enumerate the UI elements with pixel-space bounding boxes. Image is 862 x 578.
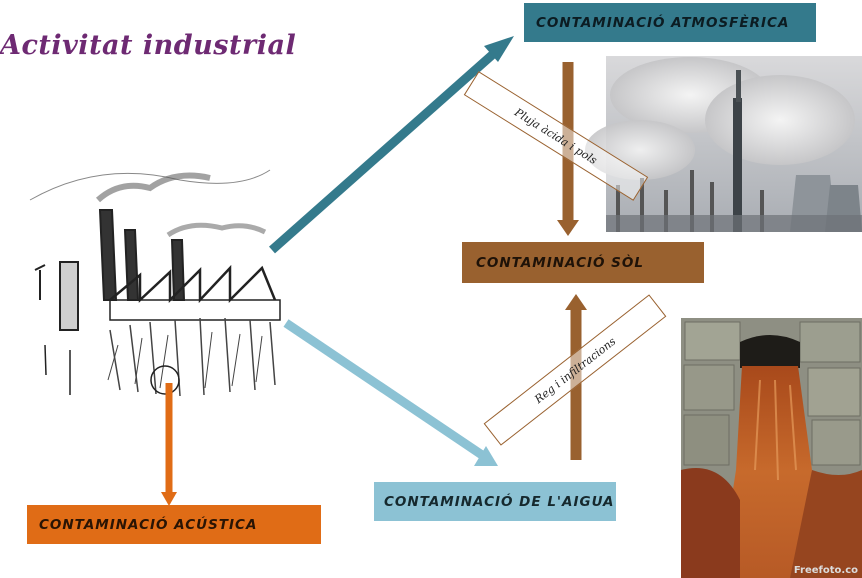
arrow-to-water	[283, 319, 498, 466]
arrow-to-atmospheric	[269, 36, 514, 254]
box-contaminacio-atmosferica: CONTAMINACIÓ ATMOSFÈRICA	[524, 3, 816, 42]
diagram-title: Activitat industrial	[0, 30, 297, 61]
factory-sketch-icon	[29, 169, 281, 397]
atmospheric-pollution-photo	[585, 56, 862, 232]
water-pollution-photo	[681, 318, 862, 578]
box-contaminacio-sol: CONTAMINACIÓ SÒL	[462, 242, 704, 283]
box-contaminacio-acustica: CONTAMINACIÓ ACÚSTICA	[27, 505, 321, 544]
box-contaminacio-aigua: CONTAMINACIÓ DE L'AIGUA	[374, 482, 616, 521]
water-photo-overlay: Freefoto.co	[681, 318, 862, 578]
arrow-to-acoustic	[161, 383, 177, 506]
photo-watermark: Freefoto.co	[793, 565, 858, 576]
